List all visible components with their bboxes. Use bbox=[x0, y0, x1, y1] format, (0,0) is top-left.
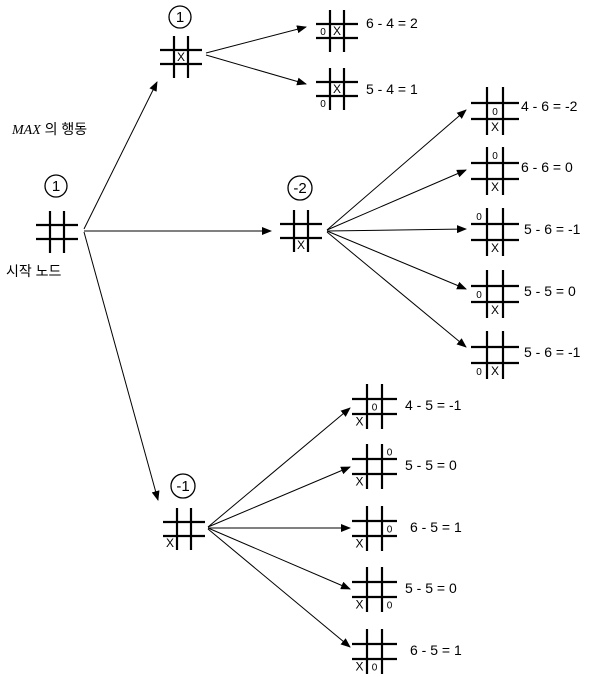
o-mark: 0 bbox=[492, 107, 498, 118]
x-mark: X bbox=[333, 24, 341, 38]
o-mark: 0 bbox=[476, 290, 482, 301]
board-bot-1: 0X bbox=[352, 384, 397, 429]
board-mid-1: 0X bbox=[471, 87, 519, 135]
x-mark: X bbox=[355, 537, 363, 551]
eval-mid-1: 4 - 6 = -2 bbox=[521, 98, 578, 114]
board-mid: X bbox=[280, 210, 322, 252]
eval-bot-5: 6 - 5 = 1 bbox=[410, 642, 462, 658]
svg-text:1: 1 bbox=[52, 178, 60, 195]
svg-text:-2: -2 bbox=[293, 180, 306, 197]
o-mark: 0 bbox=[476, 212, 482, 223]
arrows-top bbox=[205, 25, 307, 86]
board-bot: X bbox=[163, 508, 205, 550]
start-node-label: 시작 노드 bbox=[6, 263, 62, 279]
eval-top-1: 6 - 4 = 2 bbox=[366, 15, 418, 31]
o-mark: 0 bbox=[372, 663, 378, 674]
board-mid-4: 0X bbox=[471, 270, 519, 318]
board-start bbox=[36, 211, 78, 253]
board-bot-3: 0X bbox=[352, 506, 397, 551]
board-top-2: 0X bbox=[316, 68, 358, 110]
svg-text:1: 1 bbox=[176, 9, 184, 26]
x-mark: X bbox=[177, 50, 185, 64]
x-mark: X bbox=[491, 120, 499, 134]
eval-mid-4: 5 - 5 = 0 bbox=[524, 283, 576, 299]
max-action-label: MAX 의 행동 bbox=[11, 121, 87, 138]
eval-mid-5: 5 - 6 = -1 bbox=[524, 344, 581, 360]
arrows-start bbox=[83, 81, 272, 501]
value-circle-start: 1 bbox=[44, 174, 68, 198]
x-mark: X bbox=[491, 364, 499, 378]
o-mark: 0 bbox=[492, 151, 498, 162]
board-bot-4: 0X bbox=[352, 567, 397, 612]
x-mark: X bbox=[297, 238, 305, 252]
x-mark: X bbox=[491, 241, 499, 255]
x-mark: X bbox=[355, 660, 363, 674]
x-mark: X bbox=[355, 415, 363, 429]
o-mark: 0 bbox=[476, 367, 482, 378]
eval-bot-4: 5 - 5 = 0 bbox=[405, 580, 457, 596]
x-mark: X bbox=[333, 82, 341, 96]
arrows-bottom bbox=[207, 407, 351, 648]
eval-bot-2: 5 - 5 = 0 bbox=[405, 457, 457, 473]
evaluations: 6 - 4 = 2 5 - 4 = 1 4 - 6 = -2 6 - 6 = 0… bbox=[366, 15, 581, 658]
svg-text:-1: -1 bbox=[176, 478, 189, 495]
x-mark: X bbox=[166, 536, 174, 550]
x-mark: X bbox=[491, 303, 499, 317]
o-mark: 0 bbox=[387, 448, 393, 459]
value-circle-top: 1 bbox=[168, 5, 192, 29]
o-mark: 0 bbox=[320, 99, 326, 110]
value-circle-middle: -2 bbox=[287, 175, 313, 201]
o-mark: 0 bbox=[387, 601, 393, 612]
o-mark: 0 bbox=[320, 27, 326, 38]
eval-bot-1: 4 - 5 = -1 bbox=[405, 397, 462, 413]
x-mark: X bbox=[355, 598, 363, 612]
eval-top-2: 5 - 4 = 1 bbox=[366, 81, 418, 97]
eval-mid-3: 5 - 6 = -1 bbox=[524, 221, 581, 237]
x-mark: X bbox=[355, 475, 363, 489]
x-mark: X bbox=[491, 180, 499, 194]
o-mark: 0 bbox=[387, 525, 393, 536]
board-bot-2: 0X bbox=[352, 444, 397, 489]
eval-mid-2: 6 - 6 = 0 bbox=[521, 159, 573, 175]
value-circle-bottom: -1 bbox=[170, 473, 196, 499]
board-mid-3: 0X bbox=[471, 208, 519, 256]
eval-bot-3: 6 - 5 = 1 bbox=[410, 519, 462, 535]
board-top: X bbox=[160, 36, 202, 78]
board-bot-5: 0X bbox=[352, 629, 397, 674]
o-mark: 0 bbox=[372, 403, 378, 414]
board-mid-2: 0X bbox=[471, 147, 519, 195]
arrows-middle bbox=[326, 109, 467, 348]
